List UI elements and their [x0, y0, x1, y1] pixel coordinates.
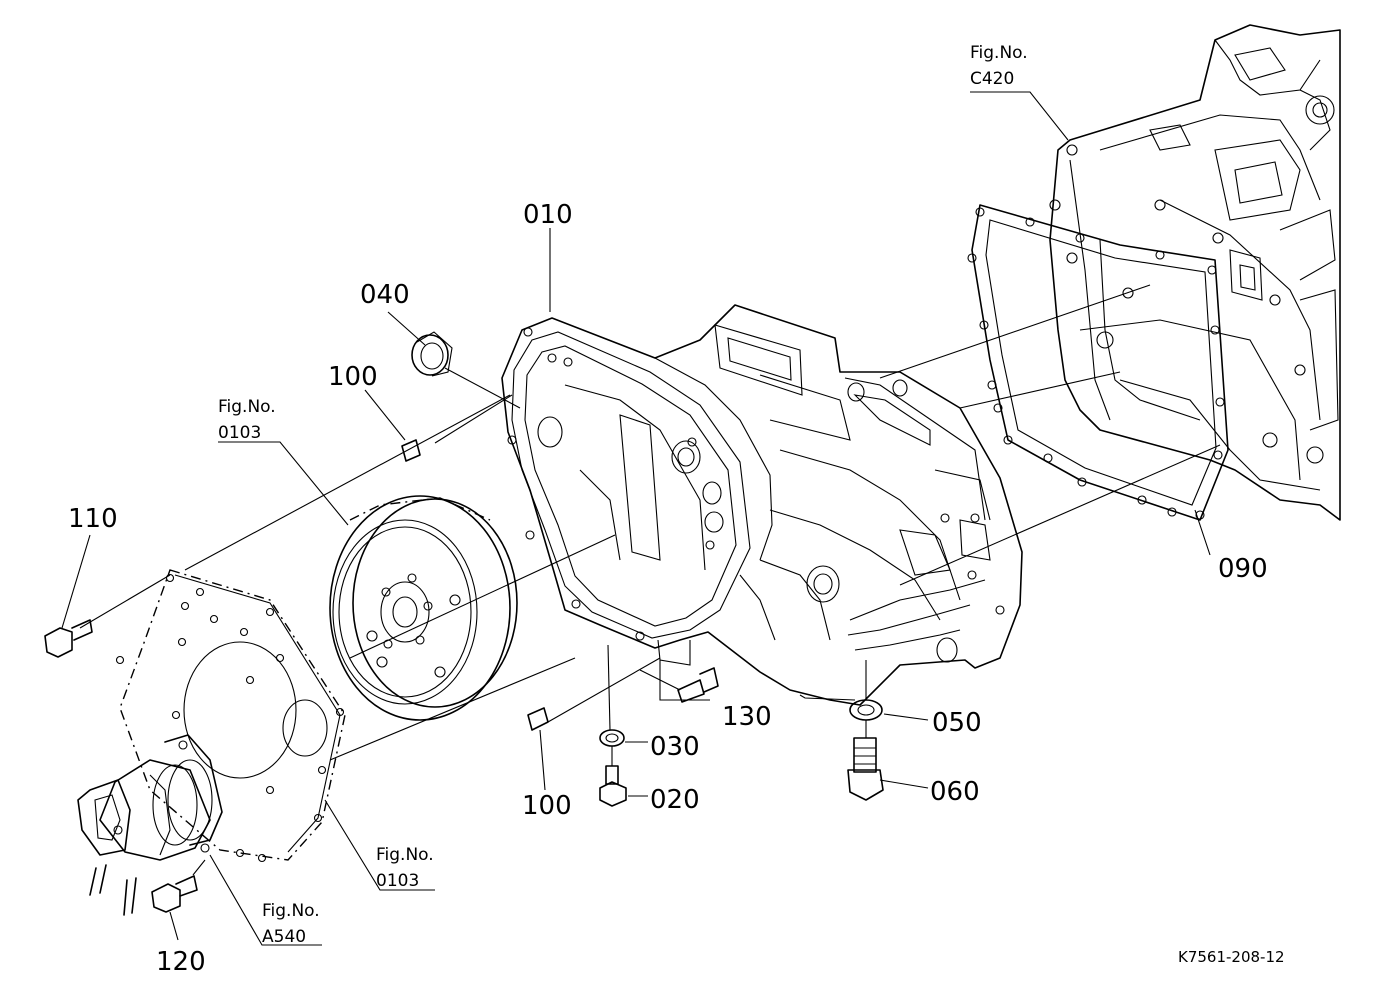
- starter-motor-drawing: [77, 734, 223, 916]
- leader-lines: [61, 91, 1211, 946]
- gasket-090-drawing: [967, 204, 1229, 521]
- part-number-090: 090: [1218, 554, 1268, 584]
- clutch-housing-010-drawing: [501, 304, 1023, 706]
- part-number-010: 010: [523, 200, 573, 230]
- bolt-120-drawing: [151, 875, 198, 913]
- bolt-020-drawing: [599, 765, 627, 807]
- part-number-050: 050: [932, 708, 982, 738]
- part-number-130: 130: [722, 702, 772, 732]
- drain-plug-060-drawing: [847, 737, 884, 801]
- dowel-pin-100b-drawing: [527, 707, 549, 731]
- figure-ref-a540-code: A540: [262, 927, 306, 947]
- figure-ref-0103-bottom-label: Fig.No.: [376, 845, 434, 865]
- bolt-130-drawing: [677, 667, 719, 703]
- oil-seal-040-drawing: [411, 331, 453, 377]
- part-number-040: 040: [360, 280, 410, 310]
- figure-ref-0103-top-code: 0103: [218, 423, 261, 443]
- part-number-120: 120: [156, 947, 206, 977]
- part-number-100-top: 100: [328, 362, 378, 392]
- figure-ref-a540-label: Fig.No.: [262, 901, 320, 921]
- part-number-100-bottom: 100: [522, 791, 572, 821]
- washer-050-drawing: [849, 699, 883, 721]
- assembly-lines: [79, 284, 1221, 876]
- part-number-020: 020: [650, 785, 700, 815]
- part-number-060: 060: [930, 777, 980, 807]
- part-number-030: 030: [650, 732, 700, 762]
- bolt-110-drawing: [44, 619, 93, 658]
- flywheel-drawing: [329, 495, 518, 721]
- figure-ref-c420-label: Fig.No.: [970, 43, 1028, 63]
- adapter-plate-drawing: [115, 569, 346, 863]
- drawing-id: K7561-208-12: [1178, 948, 1285, 966]
- dowel-pin-100a-drawing: [401, 439, 421, 462]
- figure-ref-0103-top-label: Fig.No.: [218, 397, 276, 417]
- part-number-110: 110: [68, 504, 118, 534]
- washer-030-drawing: [599, 729, 625, 747]
- figure-ref-0103-bottom-code: 0103: [376, 871, 419, 891]
- figure-ref-c420-code: C420: [970, 69, 1014, 89]
- transmission-case-drawing: [1049, 24, 1341, 521]
